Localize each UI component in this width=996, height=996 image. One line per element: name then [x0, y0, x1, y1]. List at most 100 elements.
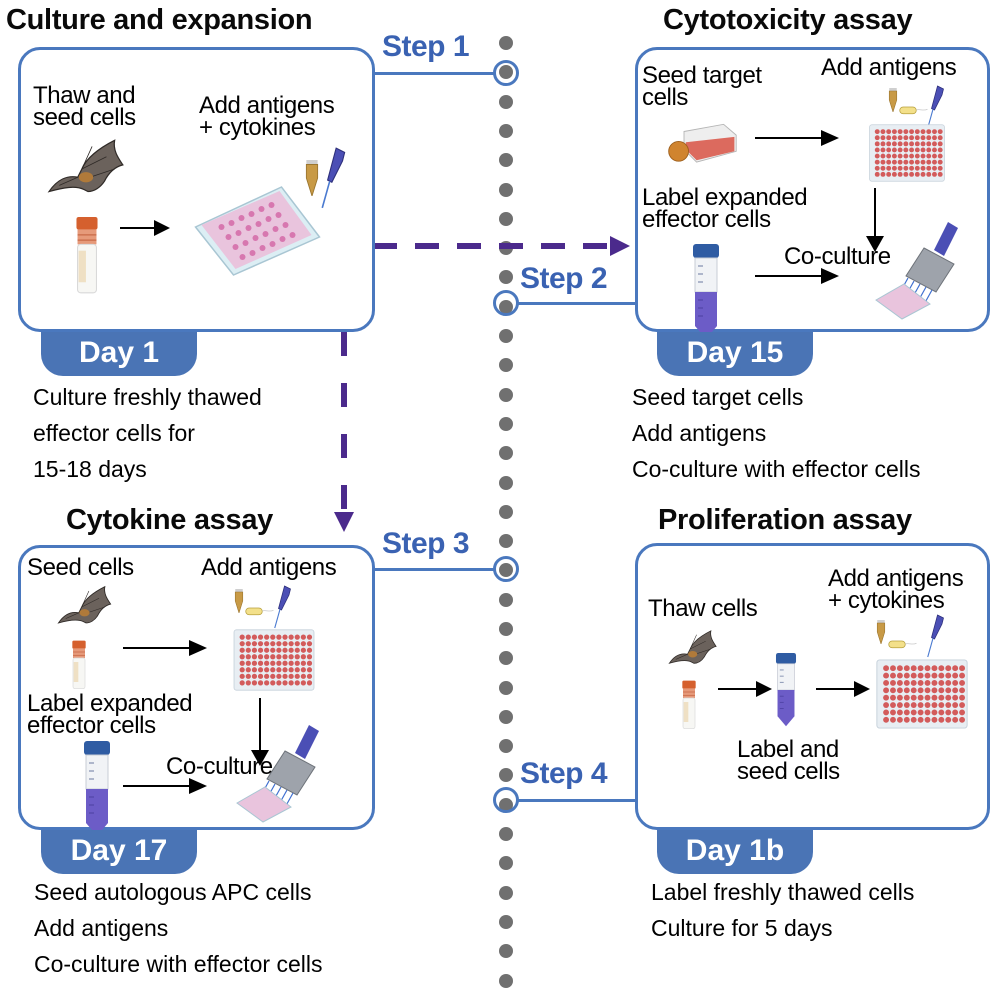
- timeline-dot: [499, 651, 513, 665]
- step-3-marker: [493, 556, 519, 582]
- description-line: Seed target cells: [632, 384, 804, 410]
- description-line: Seed autologous APC cells: [34, 879, 312, 905]
- timeline-dot: [499, 974, 513, 988]
- timeline-dot: [499, 710, 513, 724]
- cytokine-description: Seed autologous APC cells Add antigens C…: [34, 874, 322, 982]
- step-4-connector: [518, 799, 637, 802]
- microtube-icon: [888, 88, 898, 112]
- microtube-icon: [305, 160, 319, 196]
- arrow-right-icon: [755, 268, 839, 284]
- timeline-dot: [499, 593, 513, 607]
- coculture-label: Co-culture: [166, 753, 273, 780]
- dashed-arrow-down: [334, 332, 354, 532]
- add-antigens-cytokines-label: Add antigens + cytokines: [199, 92, 335, 141]
- arrow-right-icon: [123, 778, 207, 794]
- proliferation-title: Proliferation assay: [658, 504, 912, 536]
- description-line: Label freshly thawed cells: [651, 879, 915, 905]
- bat-icon: [57, 583, 115, 631]
- cryovial-icon: [71, 640, 87, 692]
- arrow-right-icon: [755, 130, 839, 146]
- timeline-dot: [499, 95, 513, 109]
- timeline-dot: [499, 388, 513, 402]
- pipette-icon: [321, 146, 347, 210]
- step-3-label: Step 3: [382, 527, 470, 560]
- arrow-right-icon: [120, 220, 170, 236]
- arrow-right-icon: [718, 681, 772, 697]
- description-line: Add antigens: [34, 915, 169, 941]
- timeline-dot: [499, 944, 513, 958]
- step-1-connector: [373, 72, 494, 75]
- label-seed-cells-label: Label and seed cells: [737, 736, 840, 785]
- day-1-badge: Day 1: [41, 332, 197, 376]
- falcon-tube-icon: [691, 244, 721, 340]
- arrow-down-icon: [866, 188, 884, 252]
- arrow-right-icon: [123, 640, 207, 656]
- timeline-dot: [499, 417, 513, 431]
- step-1-label: Step 1: [382, 30, 470, 63]
- timeline-dot: [499, 505, 513, 519]
- description-line: Add antigens: [632, 420, 767, 446]
- timeline-dot: [499, 358, 513, 372]
- step-2-marker: [493, 290, 519, 316]
- falcon-tube-icon: [774, 653, 798, 727]
- description-line: Co-culture with effector cells: [632, 456, 921, 482]
- timeline-dot: [499, 915, 513, 929]
- bat-icon: [668, 626, 720, 672]
- timeline-dot: [499, 212, 513, 226]
- culture-title: Culture and expansion: [6, 4, 313, 36]
- timeline-dot: [499, 476, 513, 490]
- pipette-icon: [274, 584, 292, 630]
- step-4-marker: [493, 787, 519, 813]
- capsule-icon: [888, 639, 918, 649]
- timeline-dot: [499, 739, 513, 753]
- add-antigens-label: Add antigens: [821, 54, 957, 81]
- cytotoxicity-panel: Seed target cells Add antigens Label exp…: [635, 47, 990, 332]
- timeline-dot: [499, 124, 513, 138]
- timeline-dot: [499, 622, 513, 636]
- timeline-dot: [499, 827, 513, 841]
- description-line: 15-18 days: [33, 456, 147, 482]
- cytokine-panel: Seed cells Add antigens Label expanded e…: [18, 545, 375, 830]
- culture-flask-icon: [666, 122, 738, 168]
- cytotoxicity-title: Cytotoxicity assay: [663, 4, 913, 36]
- falcon-tube-icon: [82, 741, 112, 837]
- dashed-arrow-right: [373, 236, 630, 256]
- seed-cells-label: Seed cells: [27, 554, 134, 581]
- description-line: effector cells for: [33, 420, 195, 446]
- day-17-badge: Day 17: [41, 830, 197, 874]
- thaw-seed-label: Thaw and seed cells: [33, 82, 136, 131]
- arrow-right-icon: [816, 681, 870, 697]
- step-1-marker: [493, 60, 519, 86]
- seed-target-cells-label: Seed target cells: [642, 62, 762, 111]
- cytokine-title: Cytokine assay: [66, 504, 273, 536]
- culture-panel: Thaw and seed cells Add antigens + cytok…: [18, 47, 375, 332]
- cytotoxicity-description: Seed target cells Add antigens Co-cultur…: [632, 379, 920, 487]
- timeline-dot: [499, 329, 513, 343]
- timeline-dot: [499, 768, 513, 782]
- description-line: Culture freshly thawed: [33, 384, 262, 410]
- capsule-icon: [899, 105, 929, 115]
- label-effector-cells-label: Label expanded effector cells: [27, 690, 193, 739]
- well-plate-icon: [874, 659, 970, 729]
- timeline-dot: [499, 36, 513, 50]
- step-3-connector: [373, 568, 494, 571]
- cryovial-icon: [681, 680, 697, 732]
- description-line: Co-culture with effector cells: [34, 951, 323, 977]
- timeline-dot: [499, 681, 513, 695]
- timeline-dot: [499, 534, 513, 548]
- capsule-icon: [245, 606, 275, 616]
- culture-description: Culture freshly thawed effector cells fo…: [33, 379, 262, 487]
- step-4-label: Step 4: [520, 757, 608, 790]
- timeline-dot: [499, 270, 513, 284]
- thaw-cells-label: Thaw cells: [648, 595, 758, 622]
- timeline-dot: [499, 446, 513, 460]
- multichannel-pipette-icon: [235, 723, 345, 823]
- multichannel-pipette-icon: [874, 220, 984, 320]
- timeline-dot: [499, 886, 513, 900]
- add-antigens-label: Add antigens: [201, 554, 337, 581]
- timeline-dot: [499, 183, 513, 197]
- bat-icon: [47, 134, 129, 204]
- day-1b-badge: Day 1b: [657, 830, 813, 874]
- cryovial-icon: [74, 217, 100, 297]
